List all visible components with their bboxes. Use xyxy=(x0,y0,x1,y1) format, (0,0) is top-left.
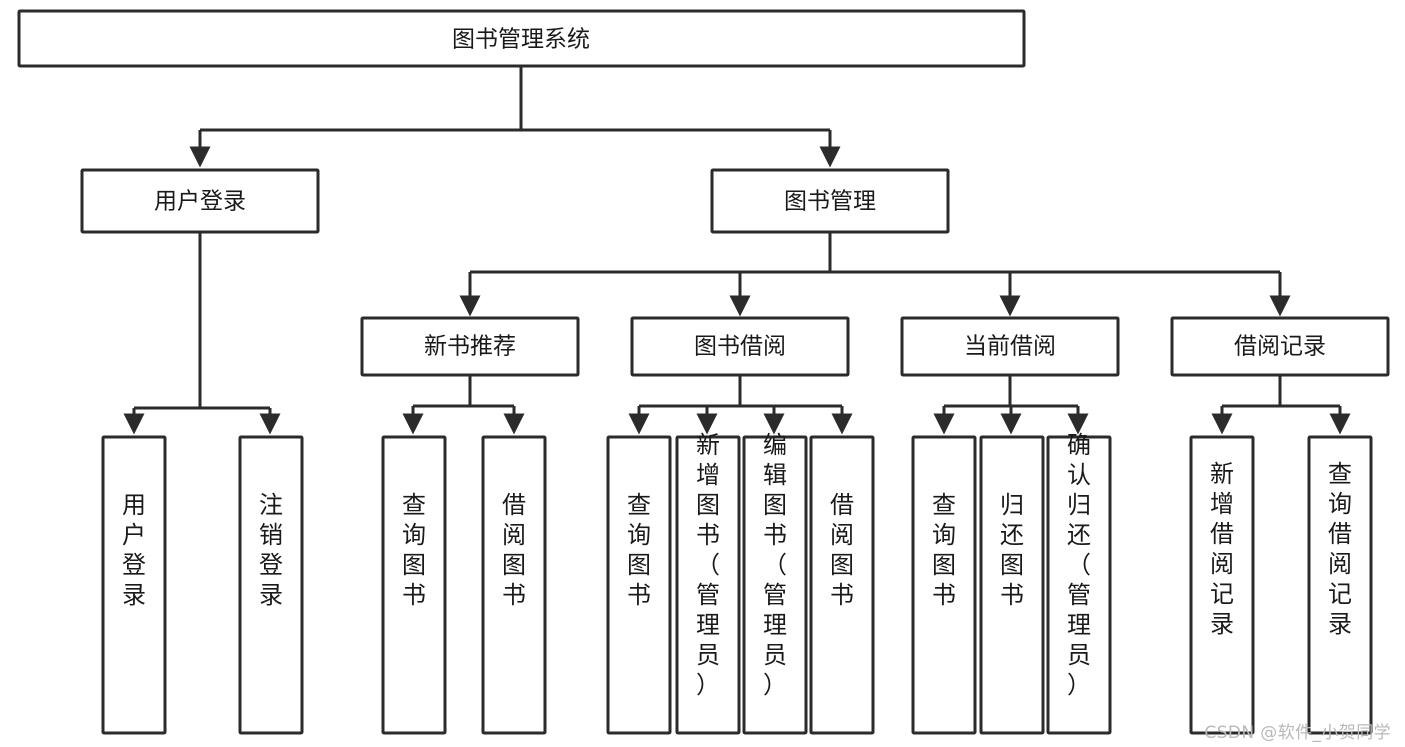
node-book-borrow-label: 图书借阅 xyxy=(694,334,786,360)
node-leaf-query-book-3[interactable]: 查询图书 xyxy=(911,435,977,735)
node-leaf-query-record-label: 查询借阅记录 xyxy=(1328,460,1352,638)
connector-layer xyxy=(123,66,1351,435)
node-current-borrow[interactable]: 当前借阅 xyxy=(900,316,1120,377)
node-leaf-edit-book[interactable]: 编辑图书（管理员） xyxy=(742,431,808,735)
connector-book-manage-bus xyxy=(470,232,1280,274)
node-leaf-confirm-return[interactable]: 确认归还（管理员） xyxy=(1046,431,1112,735)
node-book-manage-label: 图书管理 xyxy=(784,189,876,215)
node-new-book-rec[interactable]: 新书推荐 xyxy=(360,316,580,377)
node-book-borrow[interactable]: 图书借阅 xyxy=(630,316,850,377)
node-user-login-label: 用户登录 xyxy=(154,189,246,215)
node-leaf-borrow-book-2[interactable]: 借阅图书 xyxy=(809,435,875,735)
node-leaf-logout[interactable]: 注销登录 xyxy=(238,435,304,735)
node-leaf-edit-book-label: 编辑图书（管理员） xyxy=(763,431,787,699)
node-leaf-return-book-label: 归还图书 xyxy=(1000,491,1024,609)
node-leaf-query-book-2-label: 查询图书 xyxy=(627,491,651,609)
node-leaf-user-login[interactable]: 用户登录 xyxy=(101,435,167,735)
node-leaf-borrow-book-1[interactable]: 借阅图书 xyxy=(481,435,547,735)
node-leaf-add-record[interactable]: 新增借阅记录 xyxy=(1189,435,1255,735)
node-leaf-add-book-label: 新增图书（管理员） xyxy=(696,431,720,699)
node-borrow-record-label: 借阅记录 xyxy=(1234,334,1326,360)
node-leaf-query-book-1-label: 查询图书 xyxy=(402,491,426,609)
node-leaf-borrow-book-2-label: 借阅图书 xyxy=(830,491,854,609)
node-leaf-add-record-label: 新增借阅记录 xyxy=(1210,460,1234,638)
node-leaf-confirm-return-label: 确认归还（管理员） xyxy=(1067,431,1091,699)
node-leaf-query-book-1[interactable]: 查询图书 xyxy=(381,435,447,735)
connector-borrow-record-bus xyxy=(1222,375,1340,408)
node-leaf-user-login-label: 用户登录 xyxy=(122,491,146,609)
node-borrow-record[interactable]: 借阅记录 xyxy=(1170,316,1390,377)
node-current-borrow-label: 当前借阅 xyxy=(964,334,1056,360)
node-leaf-query-book-2[interactable]: 查询图书 xyxy=(606,435,672,735)
node-root[interactable]: 图书管理系统 xyxy=(17,9,1026,68)
node-leaf-query-record[interactable]: 查询借阅记录 xyxy=(1307,435,1373,735)
node-leaf-return-book[interactable]: 归还图书 xyxy=(979,435,1045,735)
connector-book-borrow-bus xyxy=(639,375,842,408)
node-leaf-query-book-3-label: 查询图书 xyxy=(932,491,956,609)
node-leaf-logout-label: 注销登录 xyxy=(259,491,283,609)
connector-user-login-bus xyxy=(134,232,270,410)
connector-new-book-rec-bus xyxy=(413,375,514,408)
node-root-label: 图书管理系统 xyxy=(452,27,590,53)
connector-current-borrow-bus xyxy=(944,375,1078,408)
node-book-manage[interactable]: 图书管理 xyxy=(710,168,950,234)
node-leaf-borrow-book-1-label: 借阅图书 xyxy=(502,491,526,609)
node-new-book-rec-label: 新书推荐 xyxy=(424,334,516,360)
connector-root-bus xyxy=(200,66,830,132)
node-user-login[interactable]: 用户登录 xyxy=(80,168,320,234)
node-leaf-add-book[interactable]: 新增图书（管理员） xyxy=(675,431,741,735)
